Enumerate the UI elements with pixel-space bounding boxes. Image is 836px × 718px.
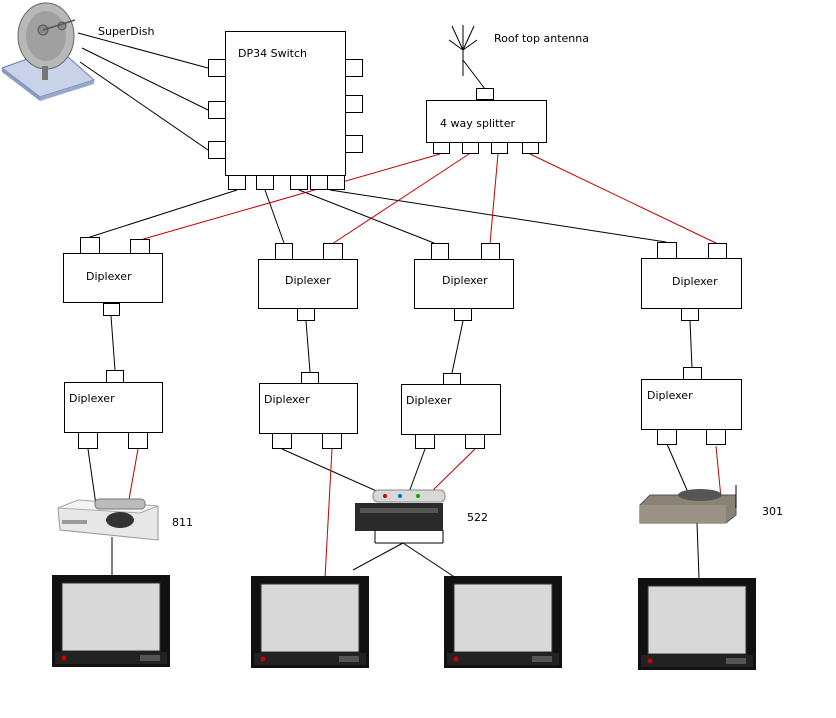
- splitter-port: [491, 142, 508, 154]
- diplexer-port: [275, 243, 293, 260]
- tv-3: [444, 576, 562, 668]
- diplexer-port: [657, 242, 677, 259]
- tv-1: [52, 575, 170, 667]
- diplexer-label: Diplexer: [264, 393, 310, 406]
- switch-port: [208, 101, 226, 119]
- diplexer-label: Diplexer: [647, 389, 693, 402]
- diplexer-port: [465, 434, 485, 449]
- diplexer-port: [272, 433, 292, 449]
- diplexer: [641, 379, 742, 430]
- diplexer-label: Diplexer: [69, 392, 115, 405]
- switch-port: [208, 141, 226, 159]
- diplexer-label: Diplexer: [285, 274, 331, 287]
- receiver-301-label: 301: [762, 505, 783, 518]
- splitter-label: 4 way splitter: [440, 117, 515, 130]
- diplexer-label: Diplexer: [672, 275, 718, 288]
- diplexer-port: [128, 432, 148, 449]
- tv-4: [638, 578, 756, 670]
- splitter-port: [433, 142, 450, 154]
- diplexer-port: [80, 237, 100, 254]
- diplexer-port: [130, 239, 150, 254]
- diplexer-port: [431, 243, 449, 260]
- diplexer: [641, 258, 742, 309]
- antenna-label: Roof top antenna: [494, 32, 589, 45]
- receiver-522-label: 522: [467, 511, 488, 524]
- superdish-label: SuperDish: [98, 25, 155, 38]
- superdish-icon: [0, 2, 95, 101]
- splitter-input-port: [476, 88, 494, 100]
- switch-port: [345, 59, 363, 77]
- switch-port: [228, 175, 246, 190]
- diplexer-port: [322, 433, 342, 449]
- antenna-icon: [448, 25, 478, 76]
- satellite-wires: [77, 32, 700, 579]
- diplexer-port: [706, 429, 726, 445]
- switch-port: [208, 59, 226, 77]
- switch-port: [327, 175, 345, 190]
- diplexer-port: [297, 308, 315, 321]
- receiver-811-label: 811: [172, 516, 193, 529]
- diplexer-port: [708, 243, 727, 259]
- diplexer: [414, 259, 514, 309]
- diplexer-port: [454, 308, 472, 321]
- diplexer: [64, 382, 163, 433]
- diplexer-port: [323, 243, 343, 260]
- tv-2: [251, 576, 369, 668]
- splitter-port: [522, 142, 539, 154]
- diplexer-label: Diplexer: [406, 394, 452, 407]
- diplexer: [63, 253, 163, 303]
- diplexer: [401, 384, 501, 435]
- diplexer-port: [657, 429, 677, 445]
- diplexer-port: [415, 434, 435, 449]
- diplexer-port: [78, 432, 98, 449]
- diplexer-port: [481, 243, 500, 260]
- diplexer: [259, 383, 358, 434]
- switch-port: [256, 175, 274, 190]
- diplexer-label: Diplexer: [86, 270, 132, 283]
- switch-port: [345, 135, 363, 153]
- diplexer-label: Diplexer: [442, 274, 488, 287]
- switch-port: [310, 175, 328, 190]
- switch-label: DP34 Switch: [238, 47, 307, 60]
- antenna-wires: [127, 153, 722, 579]
- switch-port: [345, 95, 363, 113]
- four-way-splitter: [426, 100, 547, 143]
- diplexer-port: [103, 303, 120, 316]
- splitter-port: [462, 142, 479, 154]
- receiver-522-icon: [355, 489, 446, 544]
- switch-port: [290, 175, 308, 190]
- receiver-811-icon: [57, 498, 159, 541]
- receiver-301-icon: [639, 485, 737, 524]
- diplexer-port: [681, 308, 699, 321]
